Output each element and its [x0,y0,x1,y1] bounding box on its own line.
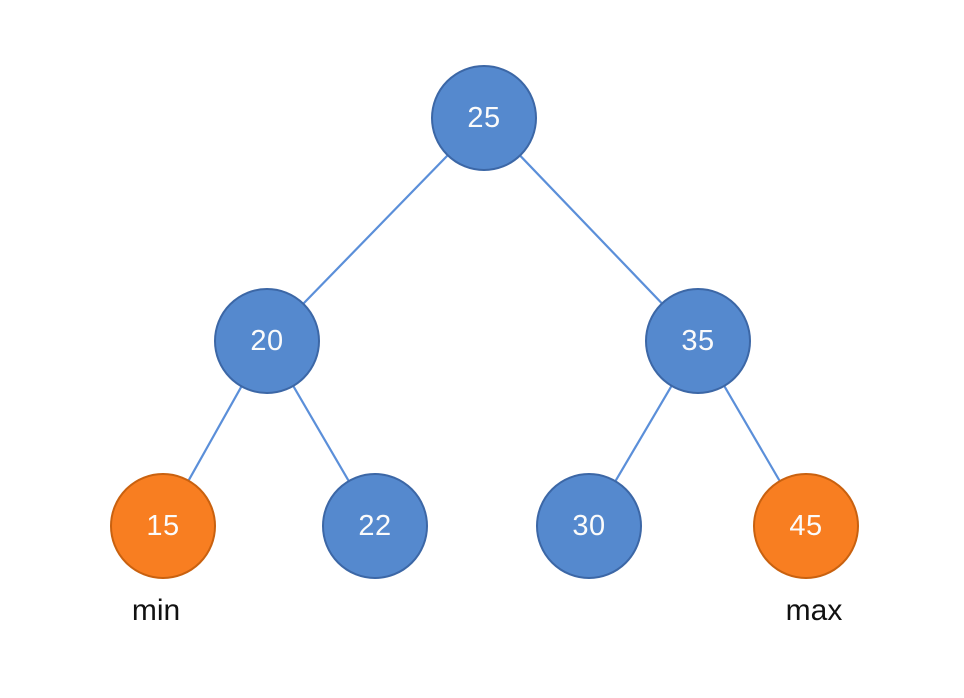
node-value: 35 [681,324,715,357]
node-value: 30 [572,509,606,542]
min-label: min [131,594,181,627]
node-value: 25 [467,101,501,134]
max-label: max [785,594,843,627]
tree-node-right: 35 [645,288,751,394]
node-value: 45 [789,509,823,542]
tree-node-root: 25 [431,65,537,171]
tree-node-leaf-30: 30 [536,473,642,579]
node-value: 22 [358,509,392,542]
node-value: 15 [146,509,180,542]
node-value: 20 [250,324,284,357]
tree-node-min: 15 [110,473,216,579]
tree-node-max: 45 [753,473,859,579]
tree-node-leaf-22: 22 [322,473,428,579]
tree-node-left: 20 [214,288,320,394]
